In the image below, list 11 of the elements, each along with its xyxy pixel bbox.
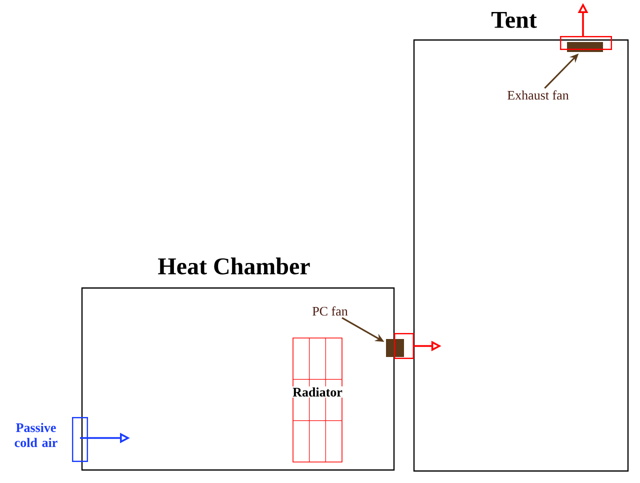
fan-block bbox=[567, 42, 603, 52]
fan-label: Exhaust fan bbox=[508, 90, 569, 100]
node-label: Tent bbox=[491, 12, 537, 28]
radiator: Radiator bbox=[292, 338, 344, 462]
vent-frame bbox=[72, 417, 88, 462]
vent-frame bbox=[560, 36, 612, 50]
side-label: Passive cold air bbox=[14, 422, 58, 448]
node-label: Heat Chamber bbox=[158, 258, 310, 274]
vent-frame bbox=[394, 333, 414, 359]
fan-block bbox=[386, 339, 404, 357]
fan-label: PC fan bbox=[312, 306, 348, 316]
